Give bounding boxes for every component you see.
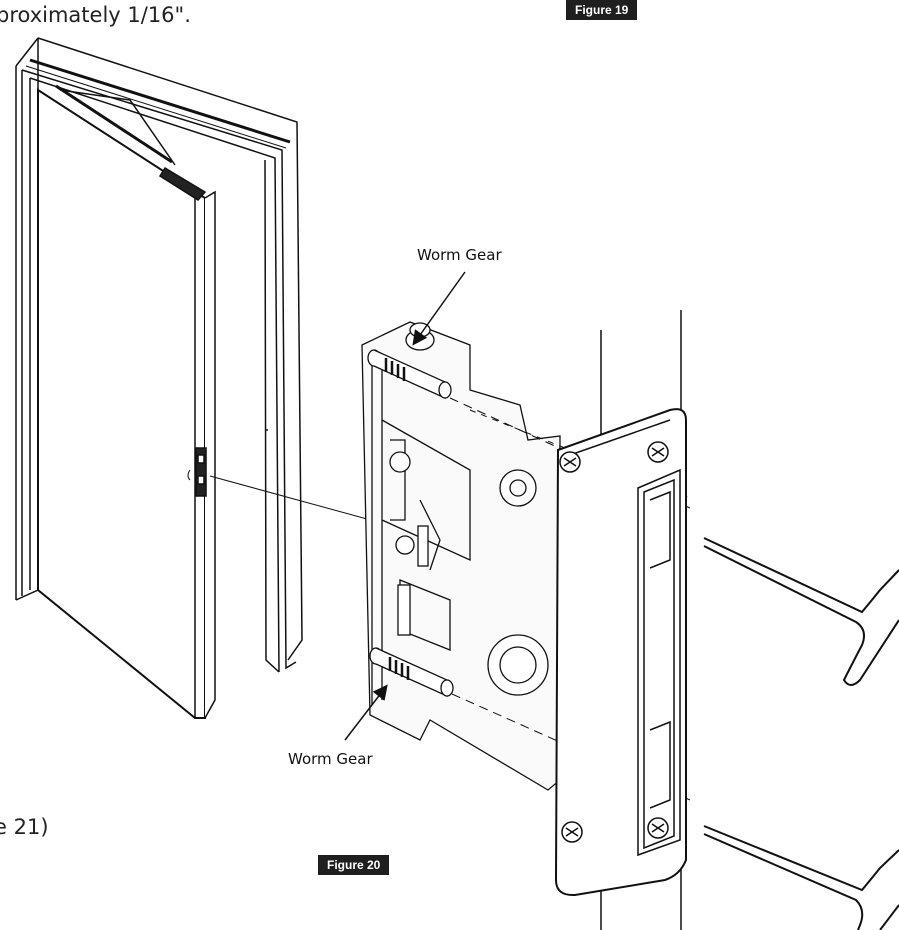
door-frame-outer <box>37 37 303 661</box>
worm-gear-top <box>367 349 452 400</box>
worm-gear-label-top: Worm Gear <box>417 246 502 264</box>
figure-20-badge: Figure 20 <box>318 855 390 875</box>
hex-key-tools <box>703 537 899 930</box>
lock-mechanism <box>361 321 561 791</box>
body-text-top-fragment: proximately 1/16". <box>0 3 191 27</box>
figure-19-badge: Figure 19 <box>566 0 638 20</box>
worm-gear-bottom <box>369 647 454 698</box>
body-text-bottom-fragment: e 21) <box>0 815 49 839</box>
door-frame-illustration <box>15 37 303 719</box>
worm-gear-label-bottom: Worm Gear <box>288 750 373 768</box>
faceplate <box>554 310 687 930</box>
